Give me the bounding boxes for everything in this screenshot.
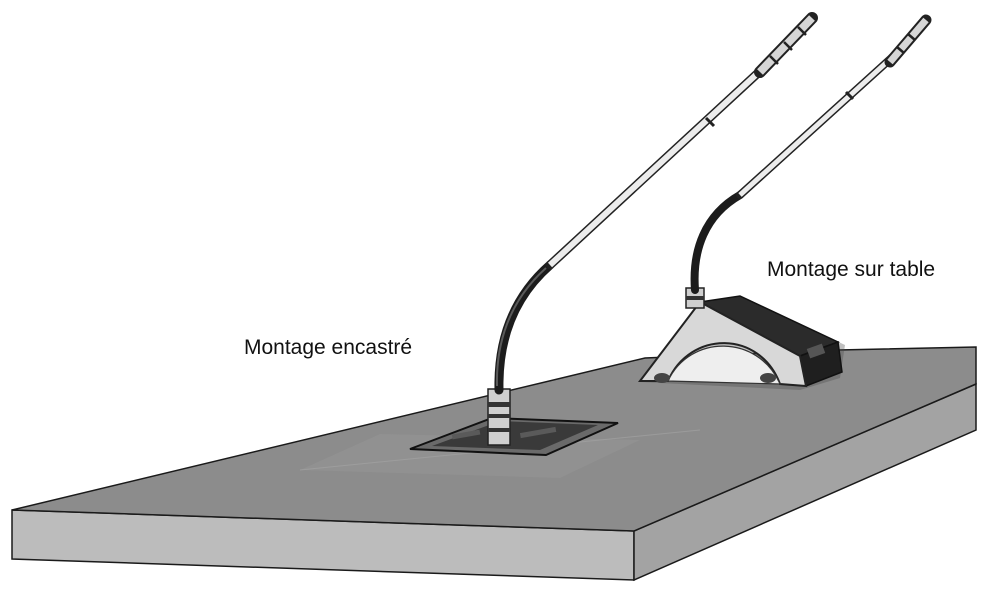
table-mount-capsule — [887, 17, 929, 65]
table-mount-capsule-band-1 — [896, 46, 905, 54]
flush-mount-capsule-band-3 — [797, 26, 807, 36]
flush-mount-tube — [547, 45, 788, 268]
flush-mount-connector-band-2 — [488, 414, 510, 418]
table-mount-capsule-band-2 — [907, 33, 916, 41]
flush-mount-tube-ring — [704, 116, 716, 128]
table-mount-foot-left — [654, 373, 670, 383]
flush-mount-plate-inner — [432, 421, 598, 450]
flush-mount-capsule-band-2 — [783, 41, 793, 51]
flush-mount-microphone — [409, 12, 818, 457]
flush-mount-gooseneck-highlight — [495, 267, 547, 387]
table-mount-tube — [738, 50, 900, 197]
table-mount-label: Montage sur table — [767, 258, 936, 281]
table-mount-base-arch-inner — [667, 345, 781, 385]
table-mount-button — [806, 343, 826, 359]
table-mount-microphone — [637, 14, 932, 390]
flush-mount-slot-2 — [519, 426, 557, 439]
desk — [11, 346, 977, 582]
flush-mount-capsule-band-1 — [769, 55, 779, 65]
table-mount-foot-right — [760, 373, 776, 383]
table-mount-gooseneck — [690, 191, 744, 294]
flush-mount-slot-1 — [451, 429, 481, 440]
table-mount-connector-band — [686, 296, 704, 300]
flush-mount-label: Montage encastré — [244, 336, 413, 359]
table-mount-tube-ring — [844, 90, 855, 101]
flush-mount-connector-band-1 — [488, 402, 510, 407]
flush-mount-connector-band-3 — [488, 428, 510, 432]
